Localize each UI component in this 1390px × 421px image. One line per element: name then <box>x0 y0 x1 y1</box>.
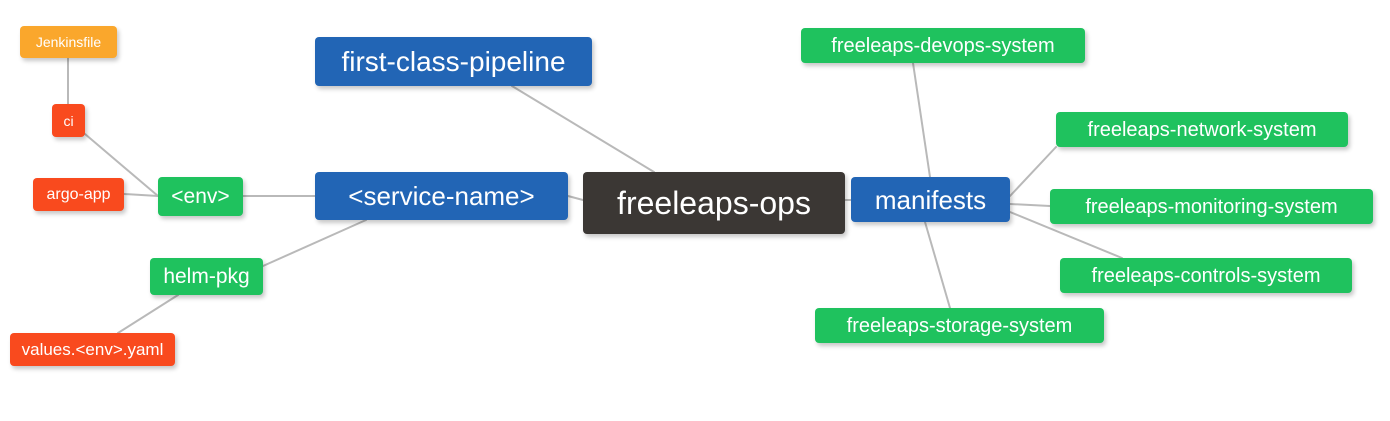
node-monitoring-system[interactable]: freeleaps-monitoring-system <box>1050 189 1373 224</box>
node-freeleaps-ops[interactable]: freeleaps-ops <box>583 172 845 234</box>
node-helm-pkg[interactable]: helm-pkg <box>150 258 263 295</box>
node-manifests-label: manifests <box>874 184 987 215</box>
node-storage-system-label: freeleaps-storage-system <box>846 314 1073 337</box>
node-devops-system[interactable]: freeleaps-devops-system <box>801 28 1085 63</box>
node-network-system[interactable]: freeleaps-network-system <box>1056 112 1348 147</box>
node-jenkinsfile[interactable]: Jenkinsfile <box>20 26 117 58</box>
edge-service-name-root <box>567 195 584 201</box>
edge-manifests-storage-system <box>924 221 951 309</box>
node-env[interactable]: <env> <box>158 177 243 216</box>
node-service-name[interactable]: <service-name> <box>315 172 568 220</box>
node-first-class-pipeline-label: first-class-pipeline <box>341 45 566 77</box>
node-jenkinsfile-label: Jenkinsfile <box>35 34 102 50</box>
edge-manifests-monitoring-system <box>1009 203 1051 207</box>
node-storage-system[interactable]: freeleaps-storage-system <box>815 308 1104 343</box>
edge-helm-pkg-values-yaml <box>117 294 179 334</box>
node-ci[interactable]: ci <box>52 104 85 137</box>
node-service-name-label: <service-name> <box>348 181 535 211</box>
node-values-yaml[interactable]: values.<env>.yaml <box>10 333 175 366</box>
node-network-system-label: freeleaps-network-system <box>1087 118 1317 141</box>
node-freeleaps-ops-label: freeleaps-ops <box>617 185 811 221</box>
node-controls-system[interactable]: freeleaps-controls-system <box>1060 258 1352 293</box>
edge-argo-app-env <box>123 193 159 197</box>
node-env-label: <env> <box>171 185 230 208</box>
node-controls-system-label: freeleaps-controls-system <box>1091 264 1321 287</box>
node-manifests[interactable]: manifests <box>851 177 1010 222</box>
node-devops-system-label: freeleaps-devops-system <box>831 34 1055 57</box>
node-argo-app-label: argo-app <box>46 185 111 203</box>
node-helm-pkg-label: helm-pkg <box>163 265 250 288</box>
edge-manifests-devops-system <box>912 62 931 178</box>
edge-service-name-helm-pkg <box>262 219 367 267</box>
node-argo-app[interactable]: argo-app <box>33 178 124 211</box>
edge-first-class-pipeline-root <box>511 85 655 173</box>
node-values-yaml-label: values.<env>.yaml <box>21 340 164 359</box>
node-monitoring-system-label: freeleaps-monitoring-system <box>1085 195 1338 218</box>
node-first-class-pipeline[interactable]: first-class-pipeline <box>315 37 592 86</box>
edge-manifests-network-system <box>1009 146 1057 197</box>
node-ci-label: ci <box>63 112 74 129</box>
